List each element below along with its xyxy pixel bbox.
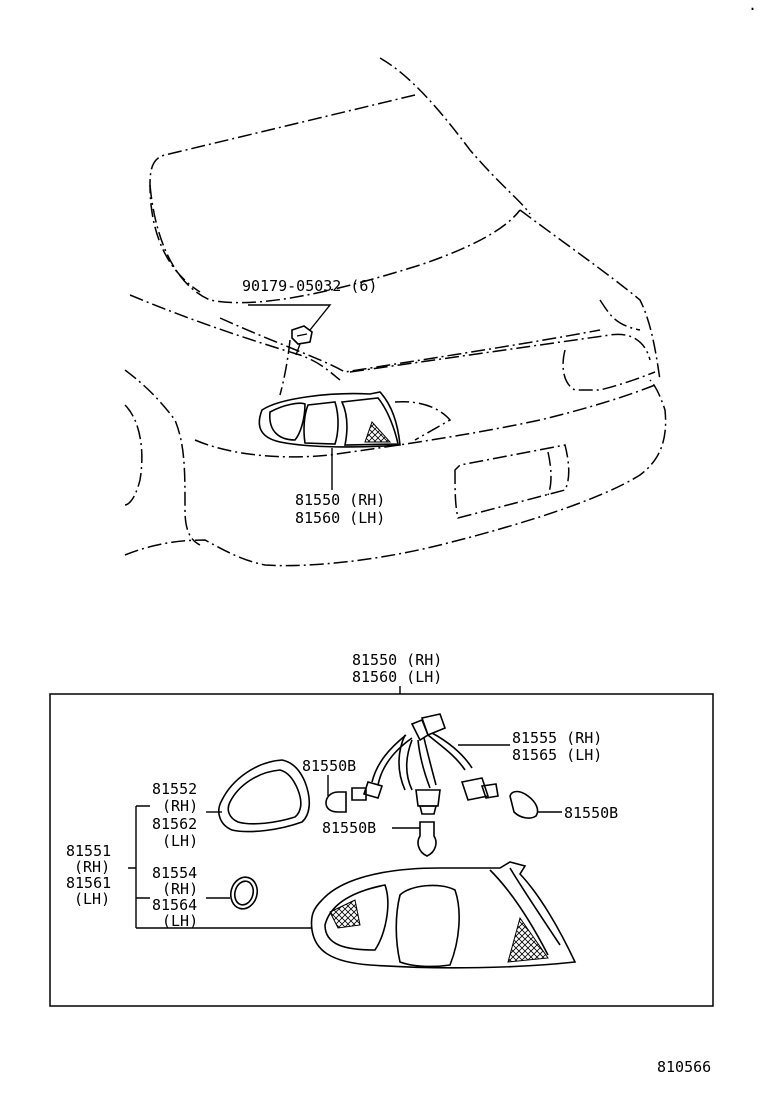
gasket-part-number: 81552 (152, 780, 197, 798)
socket-part-number-rh: 81555 (RH) (512, 729, 602, 747)
ring-icon (229, 876, 259, 910)
ring-part-number-2: 81564 (152, 896, 197, 914)
detail-header-rh: 81550 (RH) (352, 651, 442, 669)
lens-part-number: 81551 (66, 842, 111, 860)
detail-header-lh: 81560 (LH) (352, 668, 442, 686)
bulb-right-icon (509, 790, 539, 819)
lens-icon (310, 861, 577, 969)
bolt-icon (291, 325, 313, 345)
bulb-right-part-number: 81550B (564, 804, 618, 822)
bolt-part-number: 90179-05032 (6) (242, 277, 377, 295)
corner-mark: · (748, 0, 757, 18)
lens-lh: (LH) (74, 890, 110, 908)
ring-lh: (LH) (162, 912, 198, 930)
gasket-part-number-2: 81562 (152, 815, 197, 833)
figure-number: 810566 (657, 1058, 711, 1076)
detail-frame (49, 693, 714, 1007)
lamp-part-number-lh: 81560 (LH) (295, 509, 385, 527)
bulb-upper-icon (325, 791, 347, 813)
bulb-lower-part-number: 81550B (322, 819, 376, 837)
gasket-rh: (RH) (162, 797, 198, 815)
ring-part-number: 81554 (152, 864, 197, 882)
lens-rh: (RH) (74, 858, 110, 876)
lamp-part-number-rh: 81550 (RH) (295, 491, 385, 509)
gasket-lh: (LH) (162, 832, 198, 850)
exploded-parts (128, 713, 577, 969)
socket-part-number-lh: 81565 (LH) (512, 746, 602, 764)
bulb-upper-part-number: 81550B (302, 757, 356, 775)
ring-rh: (RH) (162, 880, 198, 898)
lens-part-number-2: 81561 (66, 874, 111, 892)
gasket-icon (218, 759, 311, 833)
vehicle-rear-view (124, 57, 667, 567)
bulb-lower-icon (417, 821, 437, 857)
